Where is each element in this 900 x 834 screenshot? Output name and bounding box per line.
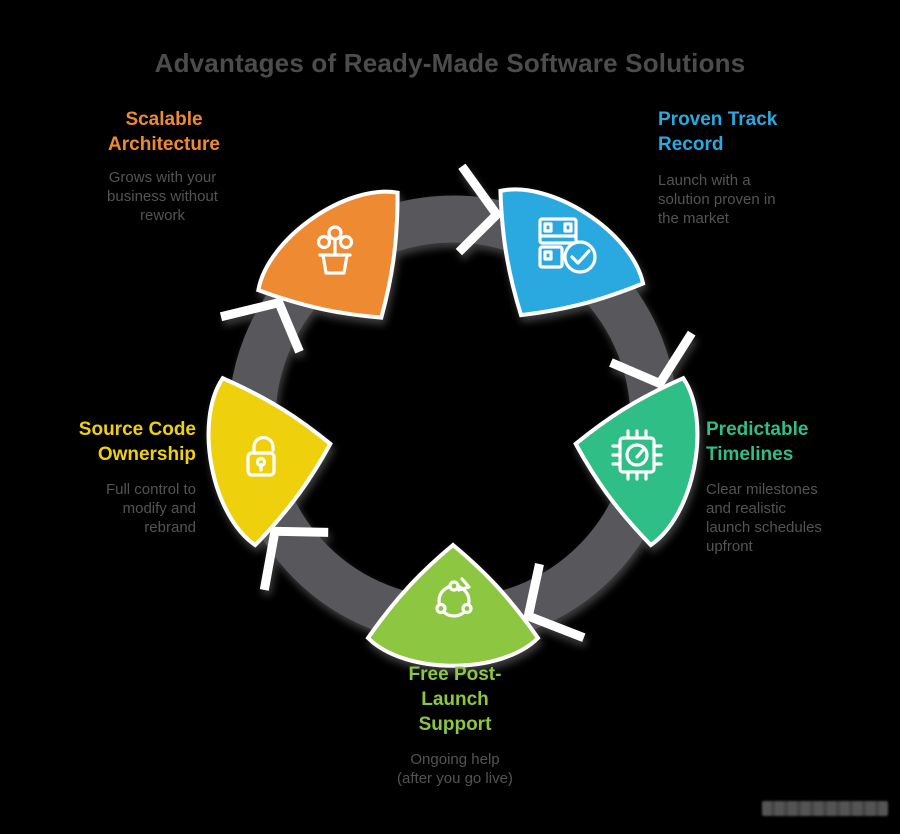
- chevron-icon: [455, 163, 503, 256]
- chevron-icon: [219, 297, 304, 354]
- film-check-icon: [538, 217, 597, 274]
- cycle-diagram: [206, 163, 700, 668]
- segment-predictable-timelines: [573, 375, 700, 548]
- desc-proven-track-record: Launch with a solution proven in the mar…: [658, 172, 776, 227]
- desc-source-code-ownership: Full control to modify and rebrand: [105, 481, 196, 536]
- chevron-icon: [523, 563, 586, 642]
- chevron-icon: [609, 330, 696, 390]
- watermark-logo: [762, 801, 888, 816]
- label-free-post-launch-support: Free Post- Launch Support: [408, 664, 502, 736]
- desc-predictable-timelines: Clear milestones and realistic launch sc…: [706, 481, 822, 555]
- label-source-code-ownership: Source Code Ownership: [78, 419, 196, 466]
- cycle-arrow-icon: [435, 577, 473, 618]
- desc-free-post-launch-support: Ongoing help (after you go live): [397, 751, 513, 787]
- plant-icon: [316, 225, 354, 275]
- segment-proven-track-record: [498, 187, 646, 318]
- desc-scalable-architecture: Grows with your business without rework: [107, 169, 218, 224]
- label-proven-track-record: Proven Track Record: [658, 109, 778, 156]
- label-predictable-timelines: Predictable Timelines: [706, 419, 809, 466]
- open-lock-icon: [246, 435, 276, 477]
- chip-gauge-icon: [611, 429, 663, 481]
- segment-free-post-launch-support: [365, 542, 541, 668]
- page-title: Advantages of Ready-Made Software Soluti…: [154, 48, 746, 78]
- chevron-icon: [259, 526, 329, 591]
- label-scalable-architecture: Scalable Architecture: [108, 109, 220, 156]
- segment-source-code-ownership: [206, 375, 333, 548]
